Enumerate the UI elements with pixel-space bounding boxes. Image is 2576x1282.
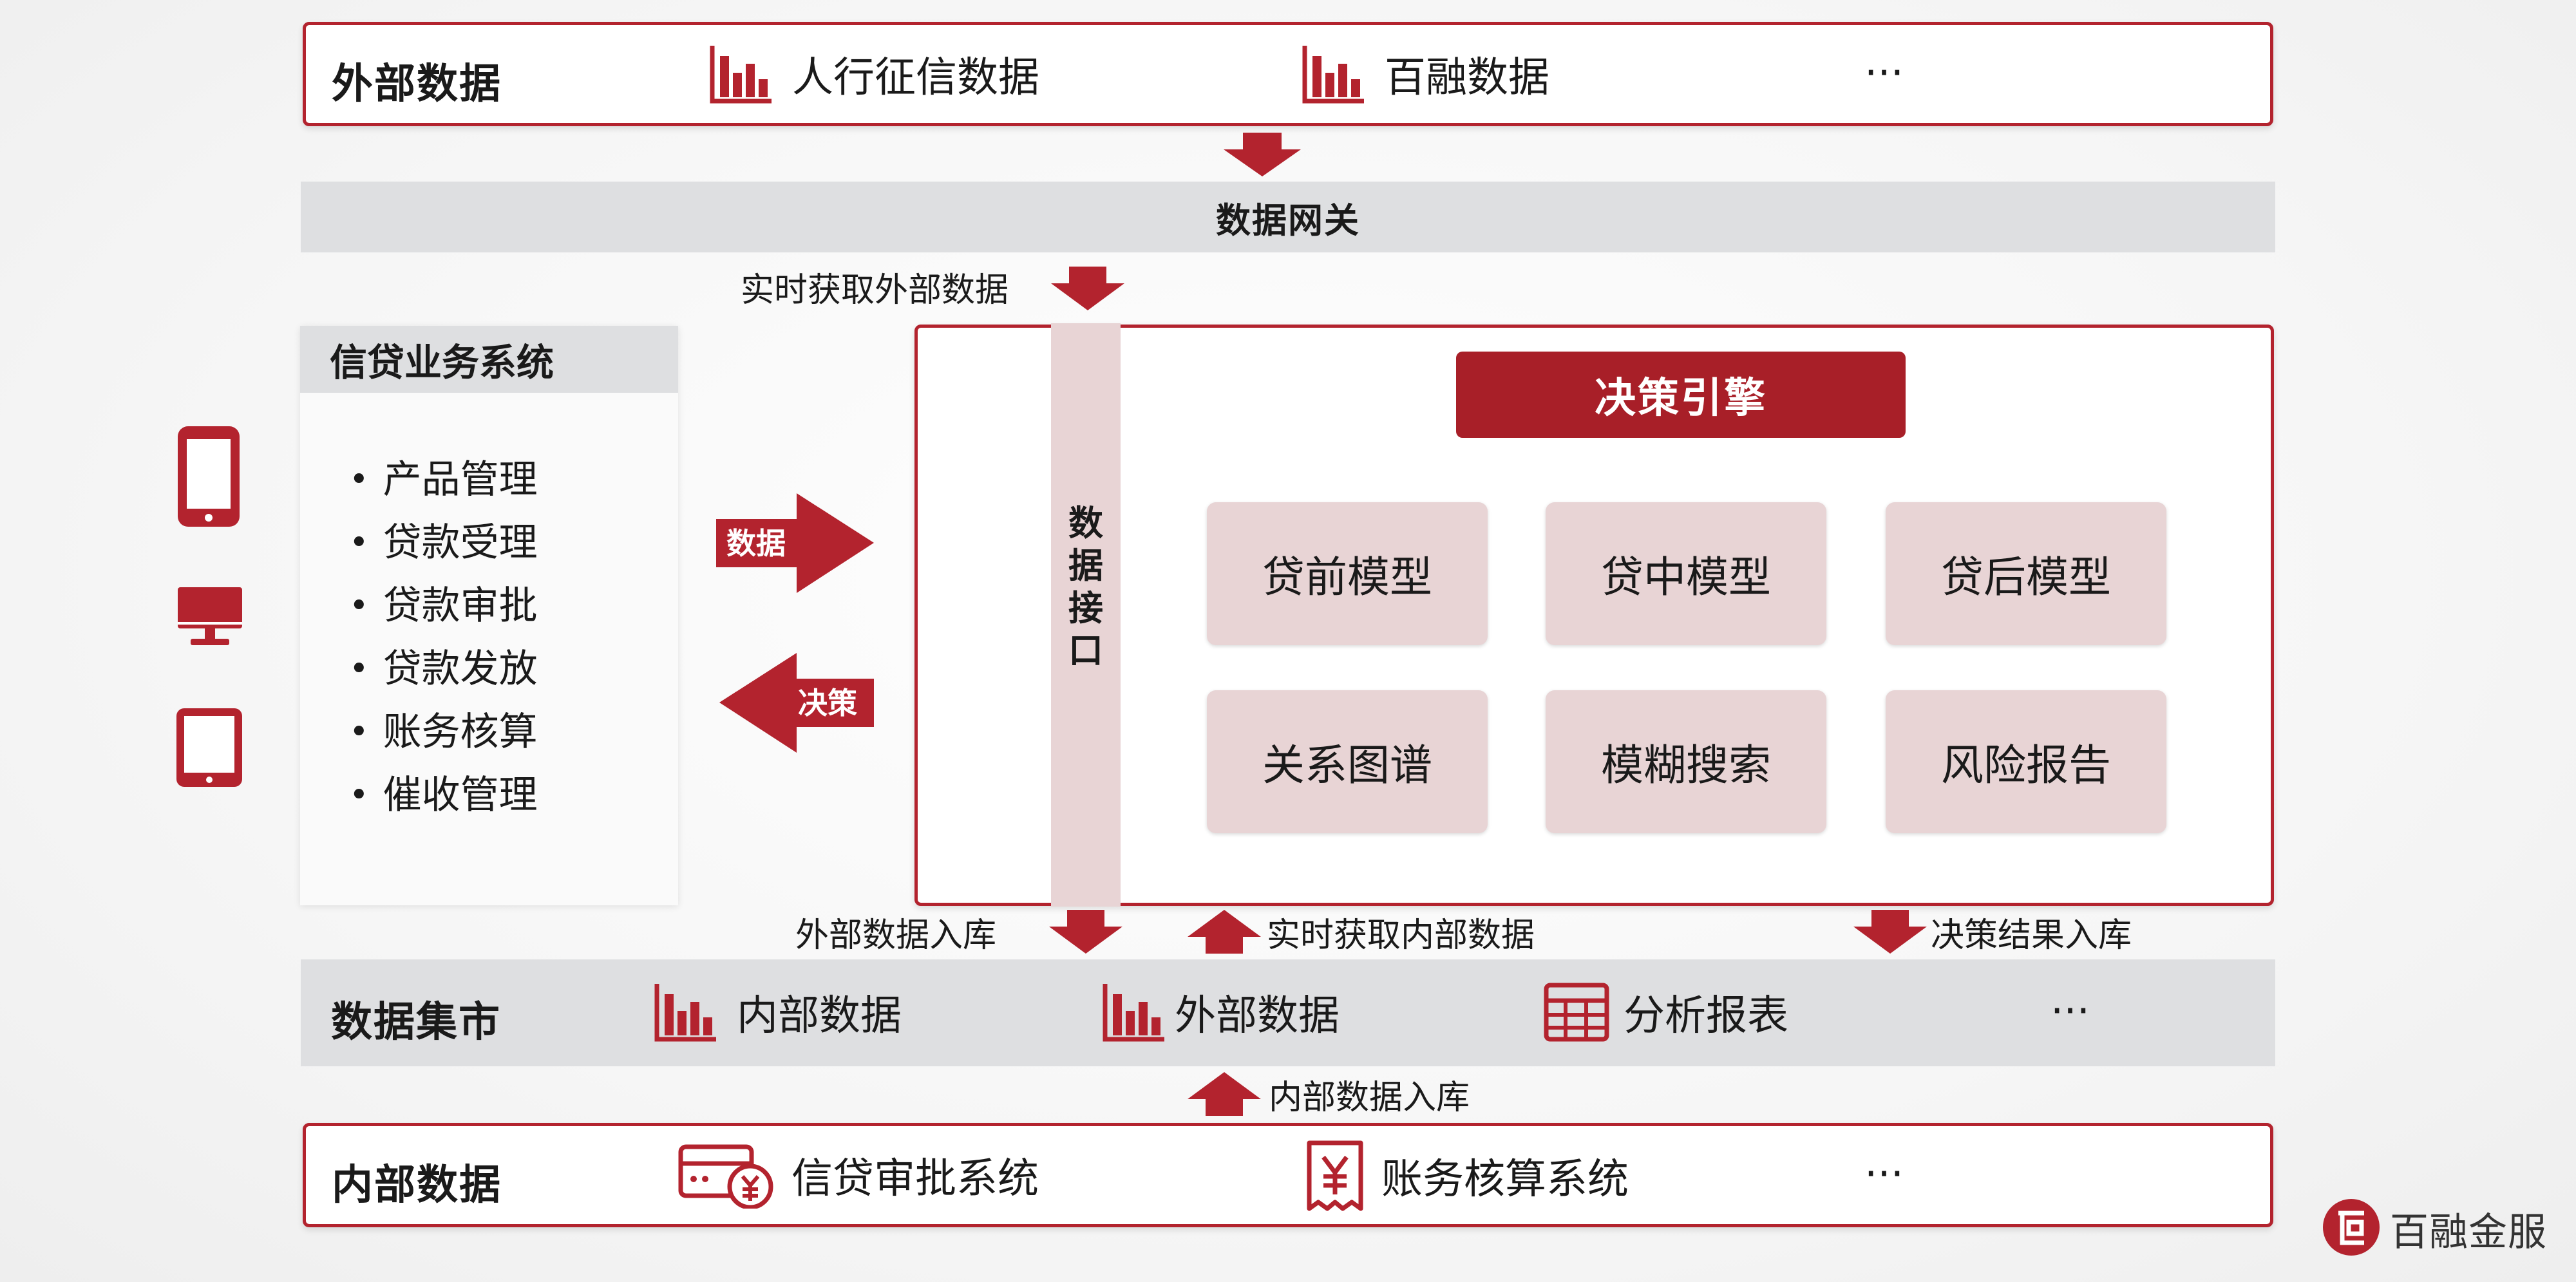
realtime-internal-label: 实时获取内部数据	[1267, 916, 1535, 955]
internal-data-title: 内部数据	[332, 1162, 502, 1209]
brand-logo: 百融金服	[2322, 1198, 2547, 1259]
mart-item-external: 外部数据	[1101, 981, 1340, 1043]
mart-item-label: 内部数据	[737, 992, 902, 1040]
bar-chart-icon	[708, 43, 773, 105]
mart-more: ···	[2050, 988, 2090, 1035]
data-gateway-band: 数据网关	[301, 182, 2275, 252]
mart-item-report: 分析报表	[1544, 983, 1788, 1042]
arrow-down-icon	[1852, 910, 1928, 956]
internal-item-label: 账务核算系统	[1381, 1156, 1629, 1203]
data-mart-band: 数据集市 内部数据 外部数据 分析报表 ···	[301, 959, 2275, 1066]
external-data-title: 外部数据	[332, 61, 502, 108]
external-item-label: 百融数据	[1385, 54, 1549, 102]
phone-icon	[176, 425, 241, 531]
monitor-icon	[176, 586, 243, 650]
data-interface-label: 数据接口	[1051, 502, 1121, 672]
list-item: 贷款审批	[349, 574, 538, 637]
model-card: 贷中模型	[1546, 502, 1826, 645]
bar-chart-icon	[1101, 981, 1166, 1043]
data-interface-column: 数据接口	[1051, 323, 1121, 907]
credit-system-title: 信贷业务系统	[330, 341, 554, 384]
decision-result-label: 决策结果入库	[1931, 916, 2132, 955]
brand-logo-icon	[2322, 1198, 2381, 1259]
bar-chart-icon	[653, 981, 717, 1043]
card-yuan-icon	[678, 1142, 775, 1209]
data-arrow-label: 数据	[726, 526, 786, 561]
internal-item-accounting: 账务核算系统	[1304, 1140, 1629, 1211]
internal-in-label: 内部数据入库	[1269, 1079, 1470, 1117]
list-item: 产品管理	[349, 448, 538, 511]
arrow-down-icon	[1050, 267, 1126, 313]
tablet-icon	[175, 707, 243, 791]
model-card: 风险报告	[1886, 690, 2166, 833]
internal-data-box: 内部数据 信贷审批系统 账务核算系统 ···	[303, 1123, 2273, 1227]
arrow-down-icon	[1222, 133, 1302, 179]
external-data-box: 外部数据 人行征信数据 百融数据 ···	[303, 22, 2273, 126]
credit-system-list: 产品管理 贷款受理 贷款审批 贷款发放 账务核算 催收管理	[349, 448, 538, 827]
data-arrow-right: 数据	[716, 493, 874, 593]
list-item: 贷款受理	[349, 511, 538, 574]
mart-item-label: 外部数据	[1175, 992, 1340, 1040]
list-item: 催收管理	[349, 764, 538, 827]
credit-system-header: 信贷业务系统	[300, 326, 678, 393]
decision-engine-header: 决策引擎	[1456, 352, 1906, 438]
data-interface-text: 数据接口	[1068, 503, 1103, 671]
external-more: ···	[1864, 50, 1904, 97]
data-mart-title: 数据集市	[331, 999, 501, 1046]
decision-arrow-left: 决策	[719, 653, 874, 753]
arrow-up-icon	[1186, 910, 1262, 956]
arrow-up-icon	[1186, 1072, 1262, 1118]
mart-item-internal: 内部数据	[653, 981, 902, 1043]
model-card: 贷后模型	[1886, 502, 2166, 645]
credit-system-panel: 信贷业务系统 产品管理 贷款受理 贷款审批 贷款发放 账务核算 催收管理	[300, 326, 678, 905]
internal-item-label: 信贷审批系统	[791, 1155, 1039, 1203]
external-item-label: 人行征信数据	[792, 54, 1039, 102]
receipt-yuan-icon	[1304, 1140, 1366, 1211]
model-card: 模糊搜索	[1546, 690, 1826, 833]
decision-engine-title: 决策引擎	[1595, 375, 1767, 422]
model-card: 贷前模型	[1207, 502, 1488, 645]
external-item-bairong: 百融数据	[1301, 43, 1549, 105]
list-item: 贷款发放	[349, 637, 538, 701]
bar-chart-icon	[1301, 43, 1365, 105]
data-gateway-label: 数据网关	[1216, 200, 1360, 241]
brand-name: 百融金服	[2390, 1209, 2547, 1255]
list-item: 账务核算	[349, 701, 538, 764]
decision-arrow-label: 决策	[798, 686, 857, 721]
internal-more: ···	[1864, 1151, 1904, 1198]
mart-item-label: 分析报表	[1624, 992, 1788, 1040]
external-in-label: 外部数据入库	[795, 916, 997, 955]
realtime-external-label: 实时获取外部数据	[741, 271, 1009, 310]
external-item-pbc: 人行征信数据	[708, 43, 1039, 105]
table-icon	[1544, 983, 1609, 1042]
model-card: 关系图谱	[1207, 690, 1488, 833]
internal-item-approval: 信贷审批系统	[678, 1142, 1039, 1209]
arrow-down-icon	[1048, 910, 1124, 956]
